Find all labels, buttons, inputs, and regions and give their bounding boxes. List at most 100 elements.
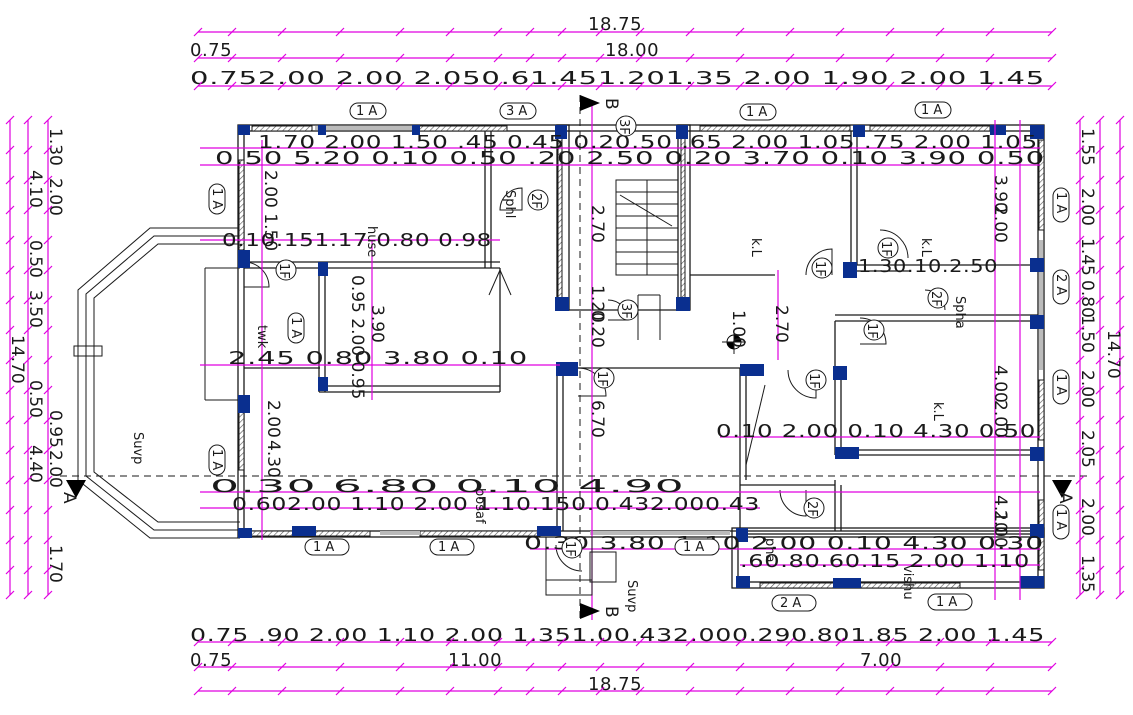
bottom-right-dimension: 7.00 (860, 650, 902, 671)
room-label-spha: Spha (952, 296, 967, 329)
section-b-top-label: B (601, 98, 621, 110)
svg-text:1 A: 1 A (1053, 192, 1068, 213)
svg-text:4.40: 4.40 (25, 445, 45, 483)
section-a-right-label: A (1055, 492, 1075, 504)
svg-text:0.50: 0.50 (25, 240, 45, 278)
interior-dim-row-3: 0.10.151.17 0.80 0.98 (222, 230, 492, 251)
svg-text:0.80: 0.80 (1077, 280, 1097, 318)
top-total-dimension: 18.75 (588, 14, 642, 35)
interior-dim-row-2: 0.50 5.20 0.10 0.50 .20 2.50 0.20 3.70 0… (215, 148, 1045, 169)
svg-text:1 A: 1 A (438, 540, 459, 555)
interior-dim-row-5: 0.10 2.00 0.10 4.30 0.50 (716, 421, 1036, 442)
svg-text:1.30: 1.30 (45, 128, 65, 166)
svg-text:2.00: 2.00 (990, 510, 1010, 548)
room-label-sphl: Sphl (502, 190, 517, 218)
section-b-top-marker (580, 95, 600, 111)
svg-text:1F: 1F (562, 541, 577, 557)
top-segment-dimensions: 0.752.00 2.00 2.050.61.451.201.35 2.00 1… (190, 68, 1045, 89)
left-dimension-lines (9, 120, 49, 595)
room-label-suvp-2: Suvp (624, 580, 639, 612)
interior-dim-row-7: 0.602.00 1.10 2.00 1.10.150.0.432.000.43 (232, 494, 760, 515)
svg-text:3.90: 3.90 (990, 175, 1010, 213)
room-label-kitchen-3: k.L (930, 402, 945, 422)
level-marker (722, 330, 746, 354)
svg-text:1 A: 1 A (1053, 509, 1068, 530)
svg-text:3F: 3F (618, 303, 633, 319)
svg-text:2.70: 2.70 (771, 305, 791, 343)
svg-text:1 A: 1 A (209, 188, 224, 209)
level-value: 1.00 (728, 310, 748, 348)
svg-text:2.00: 2.00 (45, 178, 65, 216)
svg-text:1.55: 1.55 (1077, 128, 1097, 166)
svg-text:1 A: 1 A (746, 105, 767, 120)
left-total-dimension: 14.70 (7, 335, 27, 384)
section-b-bottom-label: B (601, 606, 621, 618)
room-label-vishu: vishu (900, 565, 915, 600)
interior-dim-row-6: 0.30 6.80 0.10 4.90 (210, 476, 685, 497)
svg-text:1F: 1F (594, 371, 609, 387)
room-label-twk: twk (254, 325, 269, 349)
svg-text:1.70: 1.70 (45, 545, 65, 583)
dimension-ticks (5, 27, 1125, 696)
interior-dim-row-9: .60.80.60.15 2.00 1.10 (740, 551, 1030, 572)
svg-text:2F: 2F (928, 291, 943, 307)
section-lines (60, 95, 1090, 620)
svg-text:1 A: 1 A (936, 595, 957, 610)
svg-text:4.10: 4.10 (25, 170, 45, 208)
svg-text:2.00: 2.00 (990, 400, 1010, 438)
room-label-huse: huse (364, 226, 379, 257)
room-label-bosaf: bosaf (472, 488, 487, 524)
svg-text:2F: 2F (804, 501, 819, 517)
svg-text:2.70: 2.70 (587, 205, 607, 243)
left-chain-dimensions: 1.30 2.00 4.10 0.50 3.50 0.50 0.95 2.00 … (25, 128, 65, 583)
svg-text:2.00: 2.00 (990, 205, 1010, 243)
bottom-total-dimension: 18.75 (588, 674, 642, 695)
svg-text:2.05: 2.05 (1077, 430, 1097, 468)
svg-text:1 A: 1 A (921, 103, 942, 118)
svg-text:1.35: 1.35 (1077, 555, 1097, 593)
svg-text:1 A: 1 A (356, 104, 377, 119)
svg-text:1.50: 1.50 (1077, 315, 1097, 353)
svg-text:2.00: 2.00 (1077, 188, 1097, 226)
right-chain-dimensions: 1.55 2.00 1.45 0.80 1.50 2.00 2.05 2.00 … (1077, 128, 1097, 593)
top-left-dimension: 0.75 (190, 40, 232, 61)
window-tags: 1 A 3 A 1 A 1 A 1 A 1 A 2 A 1 A 1 A 1 A … (208, 101, 1070, 612)
svg-text:1 A: 1 A (288, 317, 303, 338)
interior-dim-row-8: 0.30 3.80 1.10 2.00 0.10 4.30 0.30 (524, 533, 1044, 554)
vertical-interior-dims: 2.70 1.20 2.70 6.70 0.20 2.00 1.50 3.90 … (260, 170, 1010, 548)
svg-text:2.00: 2.00 (1077, 370, 1097, 408)
svg-text:1 A: 1 A (1053, 374, 1068, 395)
svg-text:2 A: 2 A (780, 596, 801, 611)
svg-text:1F: 1F (806, 373, 821, 389)
svg-text:4.00: 4.00 (990, 365, 1010, 403)
svg-text:0.20: 0.20 (587, 310, 607, 348)
section-b-bottom-marker (580, 603, 600, 619)
door-tags: 2F 3F 3F 1F 1F 1F 1F 1F 1F 2F 2F 1F (275, 115, 949, 559)
room-label-suvp-1: Suvp (130, 432, 145, 464)
room-label-kitchen-2: k.L (918, 238, 933, 258)
interior-dim-row-4: 2.45 0.80 3.80 0.10 (228, 348, 528, 369)
svg-text:3F: 3F (616, 119, 631, 135)
svg-text:1.20: 1.20 (587, 285, 607, 323)
svg-text:0.95 2.00 0.95: 0.95 2.00 0.95 (347, 275, 367, 399)
section-a-left-label: A (59, 492, 79, 504)
bottom-left-dimension: 0.75 (190, 650, 232, 671)
bottom-mid-dimension: 11.00 (448, 650, 502, 671)
window-frames (315, 126, 1043, 535)
svg-text:2.00 1.50: 2.00 1.50 (260, 170, 280, 251)
svg-text:2.00: 2.00 (45, 450, 65, 488)
interior-dim-row-10: 1.30.10.2.50 (858, 256, 998, 277)
room-label-pha: pha (762, 538, 777, 562)
svg-text:1F: 1F (812, 261, 827, 277)
bottom-segment-dimensions: 0.75 .90 2.00 1.10 2.00 1.351.00.432.000… (190, 625, 1045, 646)
structural-columns (238, 125, 1044, 588)
svg-text:3.50: 3.50 (25, 290, 45, 328)
svg-text:2 A: 2 A (1053, 274, 1068, 295)
svg-text:1F: 1F (878, 241, 893, 257)
svg-text:1.45: 1.45 (1077, 238, 1097, 276)
right-dimension-lines (1079, 120, 1121, 595)
entrance-steps (545, 536, 617, 596)
right-total-dimension: 14.70 (1103, 330, 1123, 379)
curved-veranda (73, 227, 240, 539)
